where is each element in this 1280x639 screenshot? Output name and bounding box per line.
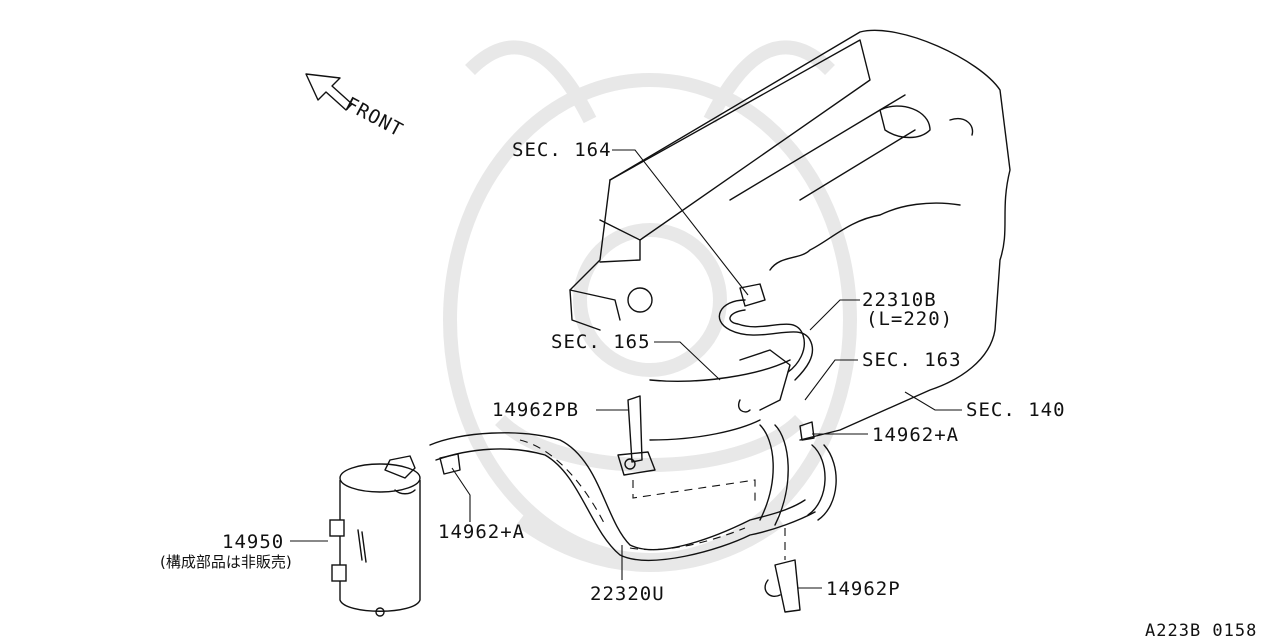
label-14962a-right: 14962+A [872,424,959,446]
engine-block [569,29,1011,441]
front-label: FRONT [342,93,407,142]
canister-14950 [329,455,421,617]
label-14962p: 14962P [826,578,901,600]
label-14962pb: 14962PB [492,399,579,421]
leader-lines [290,149,962,589]
label-22320u: 22320U [590,583,665,605]
hose-22310b [718,283,814,381]
front-arrow-icon [305,73,353,111]
clip-14962a-right [799,421,815,441]
clip-14962a-left [439,453,461,475]
label-14950: 14950 [222,531,284,553]
label-sec-164: SEC. 164 [512,139,612,161]
assembly-line-1 [632,479,756,505]
bracket-14962pb [617,395,656,476]
label-22310b-length: (L=220) [866,308,953,330]
hose-22320u [429,424,837,562]
label-sec-163: SEC. 163 [862,349,962,371]
label-sec-140: SEC. 140 [966,399,1066,421]
label-sec-165: SEC. 165 [551,331,651,353]
front-arrow: FRONT [305,73,407,142]
diagram-code: A223B 0158 [1145,621,1257,639]
label-14950-note: (構成部品は非販売) [160,553,292,571]
clamp-14962p [764,559,801,613]
label-22310b: 22310B [862,289,937,311]
label-14962a-left: 14962+A [438,521,525,543]
